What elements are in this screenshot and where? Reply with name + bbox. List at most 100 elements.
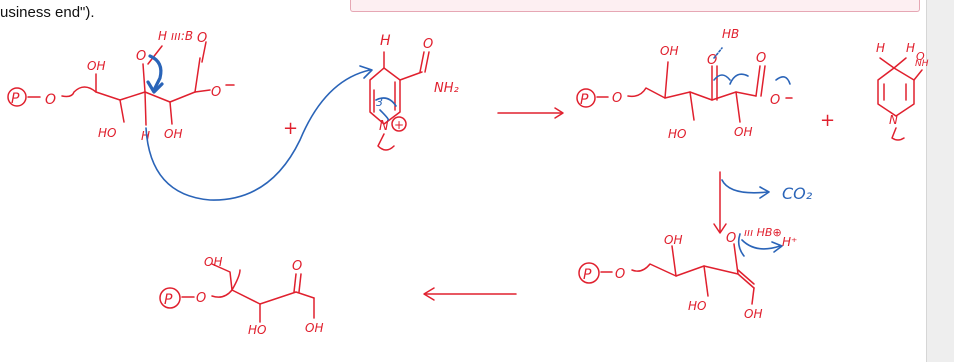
p-label-2: P [580, 92, 589, 108]
bond [293, 273, 297, 293]
carbon-chain-3 [631, 263, 755, 289]
arrow-head [713, 223, 727, 234]
bond [169, 101, 173, 125]
o-acid-label-1: O [197, 31, 207, 46]
bond [703, 265, 709, 297]
carbon-chain-2 [627, 87, 757, 101]
hydride-arrow [148, 54, 163, 92]
o-minus-label-1: O [211, 85, 221, 100]
h-bond-2 [713, 47, 723, 59]
carbon-chain-4 [211, 289, 315, 305]
bond [194, 57, 201, 93]
p-label-3: P [583, 267, 592, 283]
bond [211, 263, 233, 291]
o-label-2: O [612, 91, 622, 106]
ho-label-4: HO [248, 323, 266, 337]
bond [194, 89, 211, 93]
bond [689, 91, 695, 121]
side-panel[interactable] [926, 0, 954, 362]
h-label-nadh-a: H [876, 41, 885, 55]
oh-label-4: OH [204, 255, 222, 269]
o-keto-label-2: O [707, 53, 717, 68]
arrow-head [146, 80, 164, 94]
bond [424, 51, 430, 73]
oh-label-2: OH [660, 44, 678, 58]
o-label-nad: O [423, 37, 433, 52]
molecule-product: P O OH HO O OH [159, 255, 323, 337]
molecule-intermediate-1: P O OH HO O HB OH O O + [576, 27, 835, 141]
o-label-nadh: O [916, 50, 925, 63]
ribose-stub [377, 133, 395, 151]
o-label-4b: O [196, 291, 206, 306]
n-label-nadh: N [889, 113, 898, 127]
bond [735, 91, 741, 123]
bond [144, 91, 147, 126]
co2-arrow [721, 179, 769, 194]
push-arrow-2c [713, 74, 731, 81]
bond [119, 99, 125, 123]
hydride-transfer-curve [145, 69, 371, 201]
oh-label-3: OH [664, 233, 682, 247]
three-label-nad: 3 [376, 96, 383, 109]
nadh-ring [877, 67, 915, 117]
phosphate-circle-1 [7, 87, 27, 107]
nh2-label-nad: NH₂ [434, 81, 459, 96]
oh-label-2b: OH [734, 125, 752, 139]
push-arrow-2a [729, 73, 749, 85]
ho-label-1: HO [98, 126, 116, 140]
hb-label-1: H ııı:B [158, 29, 193, 43]
o-label-3: O [726, 231, 736, 246]
bond [664, 61, 669, 99]
h-label-nadh-b: H [906, 41, 915, 55]
o-acid-label-2: O [756, 51, 766, 66]
double-bond [737, 269, 755, 285]
ring-arrow [375, 97, 397, 107]
o-label-4: O [292, 259, 302, 274]
plus-1: + [283, 118, 298, 139]
ring-arrow-2 [379, 109, 390, 121]
ribose-stub [891, 127, 905, 141]
ho-label-2: HO [668, 127, 686, 141]
bond [399, 71, 423, 81]
bond [671, 245, 677, 277]
p-label-1: P [11, 91, 20, 107]
bond [751, 287, 755, 305]
nh-label-nadh: NH [915, 59, 929, 69]
o-label-3b: O [615, 267, 625, 282]
molecule-nadh: H H O NH N [876, 41, 929, 141]
molecule-nad: H O NH₂ N + 3 [369, 33, 459, 151]
arrow-head [759, 186, 770, 199]
h-label-nad: H [380, 33, 391, 49]
plus-2: + [820, 110, 835, 131]
oh-label-1: OH [87, 59, 105, 73]
arrow-head [554, 107, 564, 119]
h-label-1: H [141, 129, 150, 143]
bond [298, 273, 302, 293]
bond [755, 65, 761, 97]
highlight-bar [350, 0, 920, 12]
plus-nad: + [394, 118, 404, 132]
p-label-4: P [164, 292, 173, 308]
n-label-nad: N [379, 119, 389, 134]
arrow-head [423, 287, 435, 301]
phosphate-circle-3 [578, 262, 600, 284]
bond [201, 41, 207, 63]
arrow-head [359, 65, 373, 79]
bond [231, 269, 241, 291]
hb-label-3: ııı HB⊕ [744, 226, 782, 239]
charge-circle-nad [391, 116, 407, 132]
oh-label-3b: OH [744, 307, 762, 321]
oh-label-4b: OH [305, 321, 323, 335]
bond [733, 243, 739, 275]
co2-label: CO₂ [782, 184, 813, 203]
bond [147, 45, 163, 65]
nad-ring [369, 67, 401, 125]
bond [879, 57, 907, 69]
phosphate-circle-4 [159, 287, 181, 309]
molecule-enediol: P O OH HO O ııı HB⊕ OH H⁺ [578, 226, 797, 321]
arrow-head [771, 241, 783, 253]
bond [913, 69, 923, 81]
text-snippet: usiness end"). [0, 4, 95, 21]
